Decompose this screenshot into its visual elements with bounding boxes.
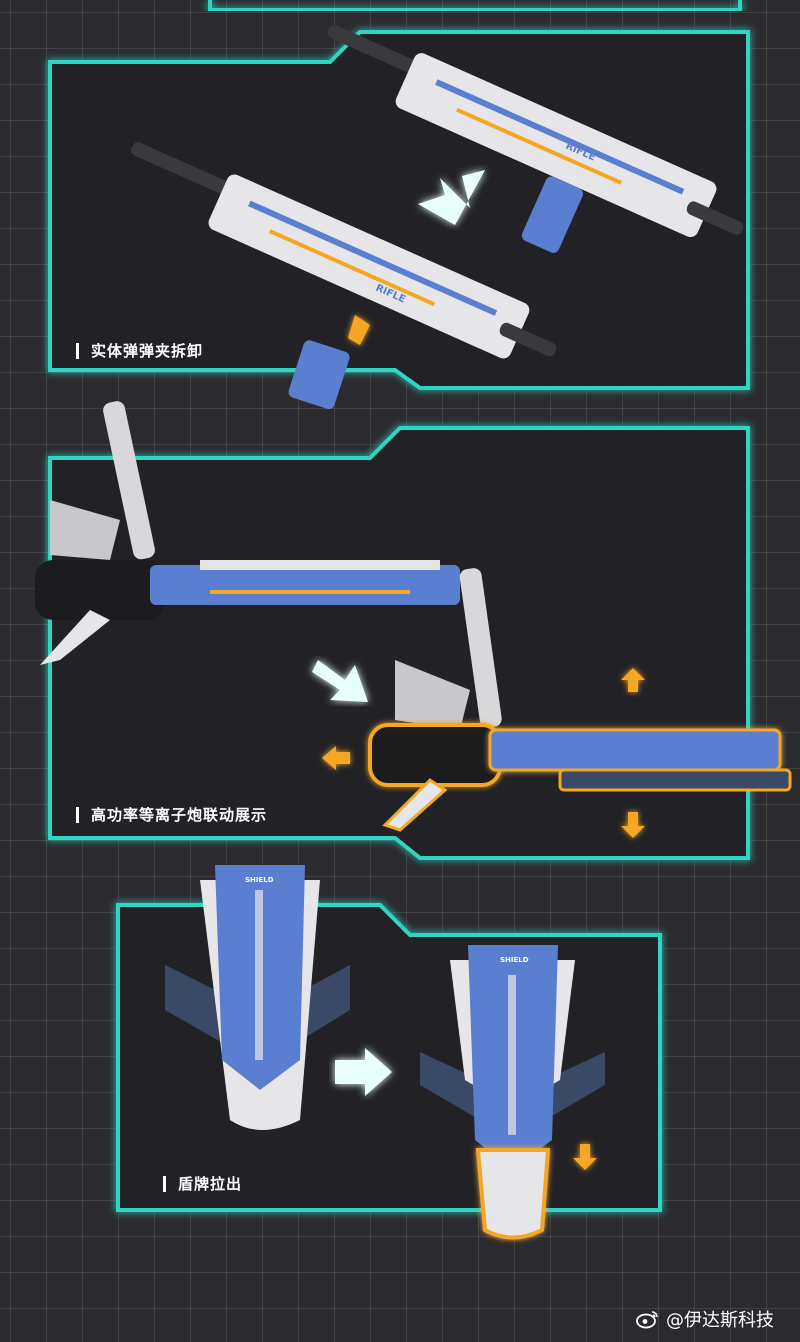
cannon-extended (368, 568, 792, 832)
arrow-down-right-icon (312, 660, 368, 702)
watermark-handle: @伊达斯科技 (666, 1310, 774, 1331)
caption-cannon: 高功率等离子炮联动展示 (76, 804, 267, 825)
shield-right (420, 945, 605, 1240)
watermark: @伊达斯科技 (636, 1306, 774, 1332)
caption-magazine-text: 实体弹弹夹拆卸 (91, 342, 204, 360)
panel-cannon (48, 426, 750, 860)
weibo-icon (636, 1311, 658, 1329)
shield-label-left: SHIELD (245, 876, 274, 884)
caption-shield-text: 盾牌拉出 (178, 1175, 243, 1193)
panel-shield (116, 903, 662, 1212)
arrow-left-icon (322, 746, 350, 770)
caption-shield: 盾牌拉出 (163, 1173, 242, 1194)
magazine (288, 340, 350, 410)
arrow-down-icon-shield (573, 1144, 597, 1170)
arrow-right-icon (335, 1048, 392, 1096)
caption-magazine: 实体弹弹夹拆卸 (76, 340, 203, 361)
caption-bar (163, 1175, 166, 1192)
top-panel-edge (208, 0, 742, 12)
cannon-top (35, 401, 460, 665)
caption-cannon-text: 高功率等离子炮联动展示 (91, 806, 268, 824)
arrow-orange-icon (348, 315, 370, 345)
rifle-bottom (131, 142, 557, 359)
arrow-up-icon (621, 668, 645, 692)
caption-bar (76, 342, 79, 359)
arrow-down-icon (621, 812, 645, 838)
rifle-top (327, 25, 744, 253)
arrow-down-left-icon (418, 170, 485, 225)
caption-bar (76, 806, 79, 823)
shield-left (165, 865, 350, 1130)
shield-label-right: SHIELD (500, 956, 529, 964)
